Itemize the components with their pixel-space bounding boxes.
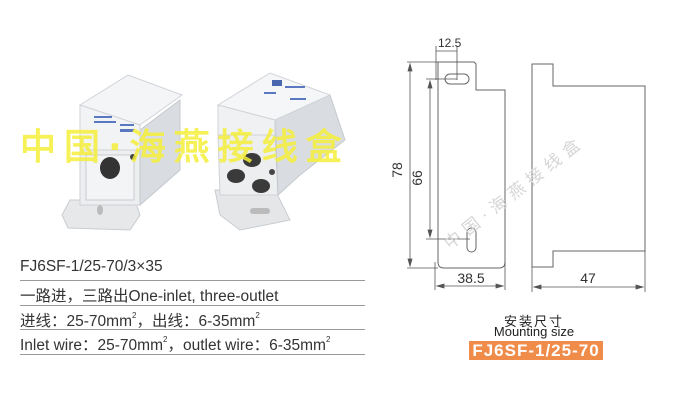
- superscript: 2: [131, 311, 137, 320]
- config-cn: 一路进，三路出: [20, 288, 129, 305]
- drawing-watermark: 中国·海燕接线盒: [441, 132, 589, 254]
- watermark-text: 中国·海燕接线盒: [20, 127, 350, 168]
- mounting-drawing: 12.5 78 66 38.5 47 中国·海燕接线盒: [389, 36, 646, 292]
- single-inlet-block: [61, 74, 184, 231]
- product-photo: 中国·海燕接线盒: [0, 0, 380, 240]
- inlet-label-cn: 进线：: [20, 313, 67, 330]
- front-view-outline: [437, 61, 506, 269]
- bottom-slot: [466, 227, 477, 253]
- spec-wire-en: Inlet wire：25-70mm2，outlet wire：6-35mm2: [20, 333, 365, 355]
- outlet-label-cn: ，出线：: [136, 313, 199, 330]
- caption-title-cn: 安装尺寸: [503, 315, 564, 330]
- divider: [20, 354, 365, 355]
- divider: [20, 329, 365, 330]
- dim-hole-spacing: 66: [409, 170, 425, 186]
- outlet-label-en: ，outlet wire：: [167, 337, 270, 354]
- dim-width-front: 38.5: [457, 270, 484, 286]
- terminal-blocks-illustration: [61, 72, 346, 231]
- divider: [20, 305, 365, 306]
- inlet-label-en: Inlet wire：: [20, 337, 98, 354]
- superscript: 2: [255, 311, 260, 320]
- dim-height-total: 78: [389, 162, 405, 178]
- three-outlet-block: [214, 72, 346, 231]
- dim-slot-offset: 12.5: [438, 36, 462, 50]
- inlet-value: 25-70mm: [97, 337, 163, 354]
- inlet-value: 25-70mm: [66, 313, 132, 330]
- divider: [20, 280, 365, 281]
- superscript: 2: [163, 335, 168, 344]
- config-en: One-inlet, three-outlet: [128, 288, 279, 305]
- dim-depth-side: 47: [580, 270, 596, 286]
- superscript: 2: [325, 335, 331, 344]
- outlet-value: 6-35mm: [269, 337, 326, 354]
- outlet-value: 6-35mm: [198, 313, 256, 330]
- caption-title-en: Mounting size: [493, 324, 575, 339]
- spec-wire-cn: 进线：25-70mm2，出线：6-35mm2: [20, 309, 365, 331]
- spec-configuration: 一路进，三路出One-inlet, three-outlet: [20, 284, 365, 306]
- spec-model: FJ6SF-1/25-70/3×35: [20, 258, 163, 275]
- model-badge: FJ6SF-1/25-70: [469, 341, 603, 360]
